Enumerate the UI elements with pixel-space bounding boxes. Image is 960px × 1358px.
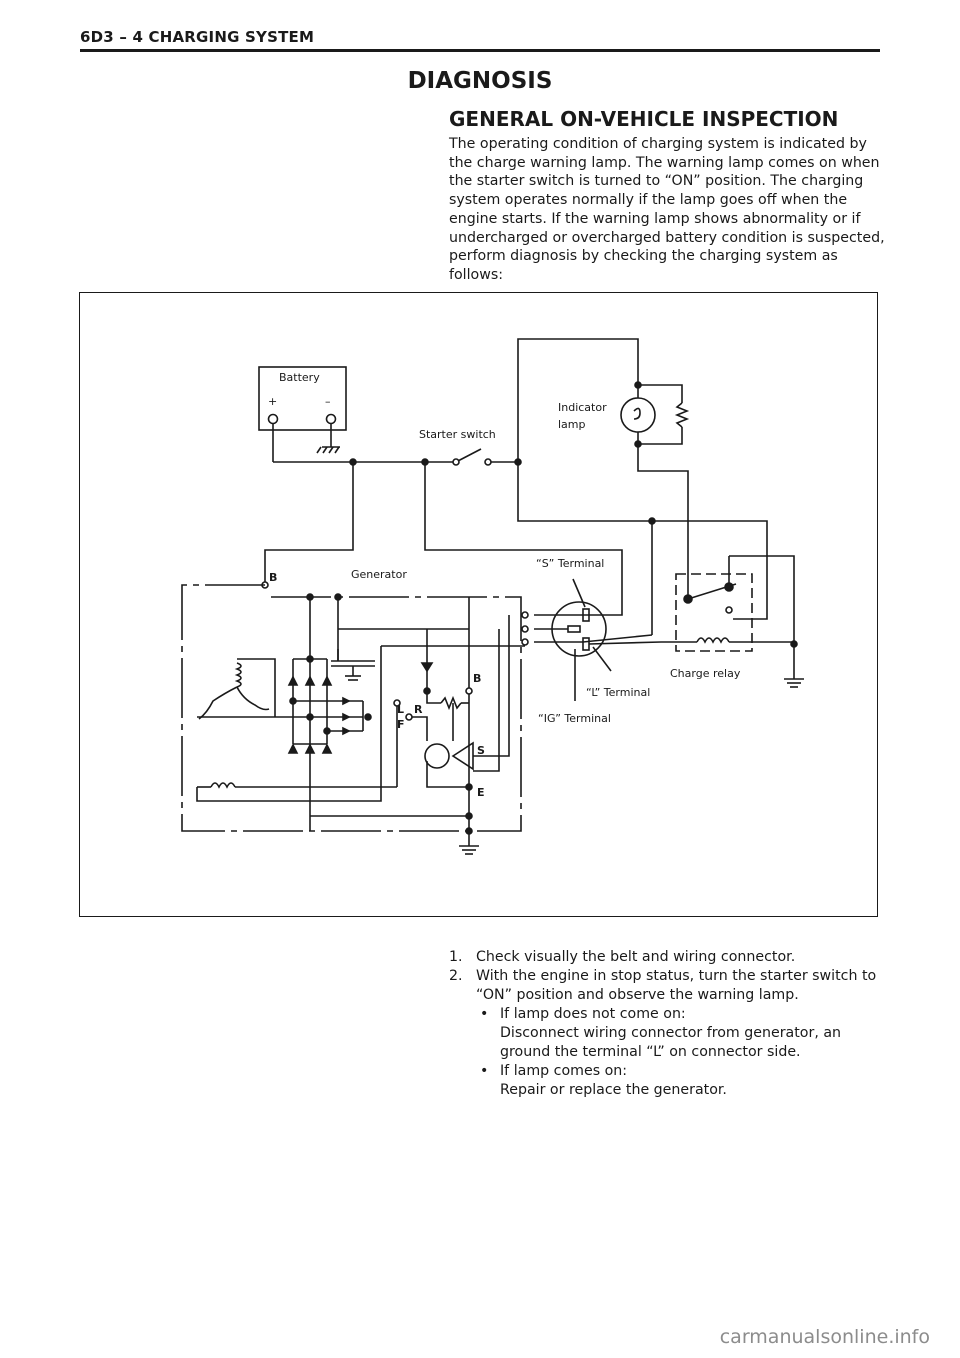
- page-header: 6D3 – 4 CHARGING SYSTEM: [80, 28, 315, 46]
- starter-switch-blade: [455, 448, 482, 463]
- regulator-transistor: [424, 743, 450, 769]
- label-generator: Generator: [351, 568, 407, 581]
- step-item: 2. With the engine in stop status, turn …: [449, 967, 889, 1005]
- stator-winding-c: [236, 686, 270, 711]
- step-item: 1. Check visually the belt and wiring co…: [449, 948, 889, 967]
- field-coil: [210, 782, 236, 789]
- intro-paragraph: The operating condition of charging syst…: [449, 136, 885, 283]
- bullet-item: • If lamp comes on:: [449, 1062, 889, 1081]
- bullet-detail: Disconnect wiring connector from generat…: [500, 1025, 842, 1060]
- label-l-terminal: “L” Terminal: [586, 686, 650, 699]
- label-battery-minus: –: [325, 395, 331, 408]
- battery-plus-post: [267, 413, 279, 425]
- section-heading: GENERAL ON-VEHICLE INSPECTION: [449, 107, 839, 131]
- label-b-terminal: B: [269, 571, 277, 584]
- bullet-heading: If lamp comes on:: [500, 1063, 628, 1079]
- step-text: With the engine in stop status, turn the…: [476, 968, 877, 1003]
- regulator-ic: [451, 741, 474, 771]
- label-s-terminal: “S” Terminal: [536, 557, 604, 570]
- lamp-resistor: [674, 402, 690, 428]
- bullet-symbol: •: [480, 1006, 489, 1022]
- charging-circuit-diagram: Battery + – Starter switch Indicator lam…: [181, 338, 804, 855]
- step-text: Check visually the belt and wiring conne…: [476, 949, 796, 965]
- label-regulator-f: F: [397, 718, 405, 731]
- indicator-lamp: [620, 397, 656, 433]
- label-regulator-r: R: [414, 703, 423, 716]
- watermark: carmanualsonline.info: [719, 1326, 930, 1348]
- charge-relay-box: [675, 573, 753, 652]
- header-rule: [80, 49, 880, 52]
- battery-minus-post: [325, 413, 337, 425]
- bullet-symbol: •: [480, 1063, 489, 1079]
- regulator-resistor: [440, 695, 462, 711]
- bullet-item: • If lamp does not come on:: [449, 1005, 889, 1024]
- label-regulator-b: B: [473, 672, 481, 685]
- bullet-heading: If lamp does not come on:: [500, 1006, 686, 1022]
- inspection-steps: 1. Check visually the belt and wiring co…: [449, 948, 889, 1100]
- connector-pin-s: [582, 608, 590, 622]
- label-charge-relay: Charge relay: [670, 667, 741, 680]
- relay-contact: [687, 583, 737, 600]
- label-regulator-l: L: [397, 703, 404, 716]
- battery-box: [258, 366, 347, 431]
- connector-pin-ig: [582, 637, 590, 651]
- label-indicator-lamp-2: lamp: [558, 418, 586, 431]
- bullet-detail: Repair or replace the generator.: [500, 1082, 727, 1098]
- label-indicator-lamp-1: Indicator: [558, 401, 607, 414]
- label-battery: Battery: [279, 371, 320, 384]
- connector-pin-l: [567, 625, 581, 633]
- label-ig-terminal: “IG” Terminal: [538, 712, 611, 725]
- charging-circuit-figure: Battery + – Starter switch Indicator lam…: [79, 292, 878, 917]
- page-title: DIAGNOSIS: [407, 68, 553, 94]
- label-starter-switch: Starter switch: [419, 428, 496, 441]
- stator-winding-a: [234, 662, 242, 688]
- step-number: 2.: [449, 968, 463, 984]
- label-battery-plus: +: [268, 395, 277, 408]
- label-regulator-s: S: [477, 744, 485, 757]
- relay-coil: [696, 637, 730, 644]
- stator-winding-b: [198, 686, 238, 720]
- step-number: 1.: [449, 949, 463, 965]
- label-regulator-e: E: [477, 786, 485, 799]
